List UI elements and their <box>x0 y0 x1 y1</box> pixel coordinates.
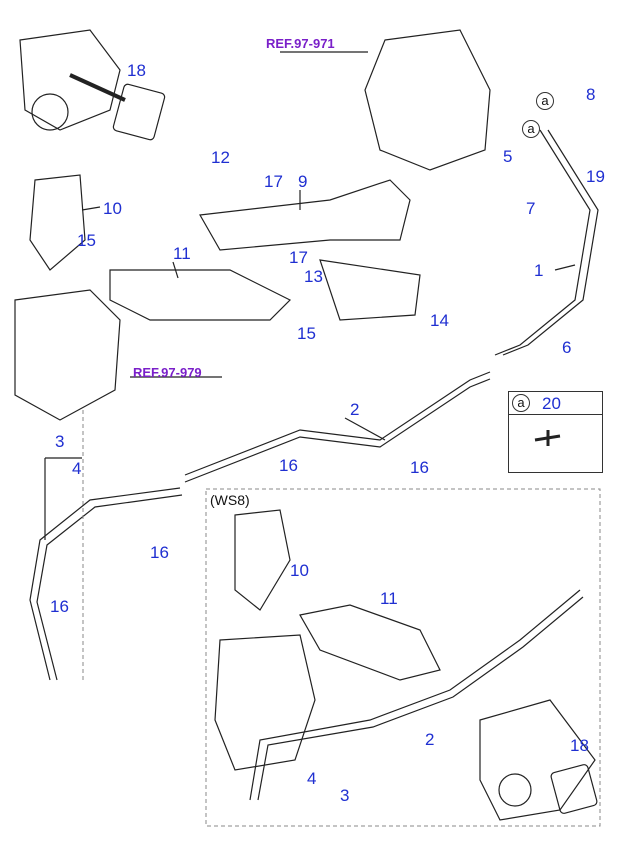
duct-11-ws8 <box>299 604 441 681</box>
ws8-callout-2[interactable]: 2 <box>425 730 435 749</box>
ws8-callout-18[interactable]: 18 <box>570 736 589 755</box>
heater-unit-left <box>14 289 121 421</box>
callout-12[interactable]: 12 <box>211 148 230 167</box>
leader-arrow-18 <box>69 73 126 102</box>
callout-9[interactable]: 9 <box>298 172 308 191</box>
callout-11[interactable]: 11 <box>173 244 191 263</box>
detail-marker-a: a <box>536 92 554 110</box>
car-silhouette-top <box>19 29 121 131</box>
car-wheel-bottom <box>498 773 532 807</box>
ref-label-1[interactable]: REF.97-971 <box>266 36 335 51</box>
callout-13[interactable]: 13 <box>304 267 323 286</box>
duct-13 <box>319 259 421 321</box>
legend-box: a 20 <box>508 391 603 473</box>
callout-16[interactable]: 16 <box>279 456 298 475</box>
legend-part-number[interactable]: 20 <box>542 394 561 413</box>
duct-11 <box>109 269 292 321</box>
variant-label: (WS8) <box>210 492 250 508</box>
pipe-2 <box>184 371 491 476</box>
callout-3[interactable]: 3 <box>55 432 65 451</box>
detail-marker-a: a <box>522 120 540 138</box>
ws8-callout-11[interactable]: 11 <box>380 589 398 608</box>
callout-19[interactable]: 19 <box>586 167 605 186</box>
callout-17[interactable]: 17 <box>289 248 308 267</box>
callout-7[interactable]: 7 <box>526 199 536 218</box>
duct-10-ws8 <box>234 509 291 611</box>
callout-16[interactable]: 16 <box>410 458 429 477</box>
callout-17[interactable]: 17 <box>264 172 283 191</box>
tee-fitting-20 <box>534 430 561 446</box>
car-silhouette-bottom <box>479 699 596 821</box>
ref-label-2[interactable]: REF.97-979 <box>133 365 202 380</box>
heater-unit-top <box>364 29 491 171</box>
callout-5[interactable]: 5 <box>503 147 513 166</box>
heater-unit-ws8 <box>214 634 316 771</box>
pipe-3 <box>29 487 181 681</box>
callout-15[interactable]: 15 <box>297 324 316 343</box>
callout-1[interactable]: 1 <box>534 261 544 280</box>
callout-16[interactable]: 16 <box>150 543 169 562</box>
ws8-callout-4[interactable]: 4 <box>307 769 317 788</box>
vent-grille-18 <box>112 83 166 141</box>
legend-header: a 20 <box>509 392 602 415</box>
duct-9 <box>199 179 411 251</box>
vent-grille-18-ws8 <box>550 764 598 814</box>
pipe-1 <box>494 129 591 356</box>
ws8-callout-3[interactable]: 3 <box>340 786 350 805</box>
callout-16[interactable]: 16 <box>50 597 69 616</box>
callout-18[interactable]: 18 <box>127 61 146 80</box>
car-wheel-top <box>31 93 69 131</box>
callout-2[interactable]: 2 <box>350 400 360 419</box>
duct-10 <box>29 174 86 271</box>
callout-6[interactable]: 6 <box>562 338 572 357</box>
ws8-callout-10[interactable]: 10 <box>290 561 309 580</box>
legend-key: a <box>512 394 530 412</box>
callout-14[interactable]: 14 <box>430 311 449 330</box>
callout-10[interactable]: 10 <box>103 199 122 218</box>
callout-8[interactable]: 8 <box>586 85 596 104</box>
ws8-dashed-frame <box>205 488 601 827</box>
callout-4[interactable]: 4 <box>72 459 82 478</box>
pipe-2-ws8 <box>249 589 581 801</box>
callout-15[interactable]: 15 <box>77 231 96 250</box>
